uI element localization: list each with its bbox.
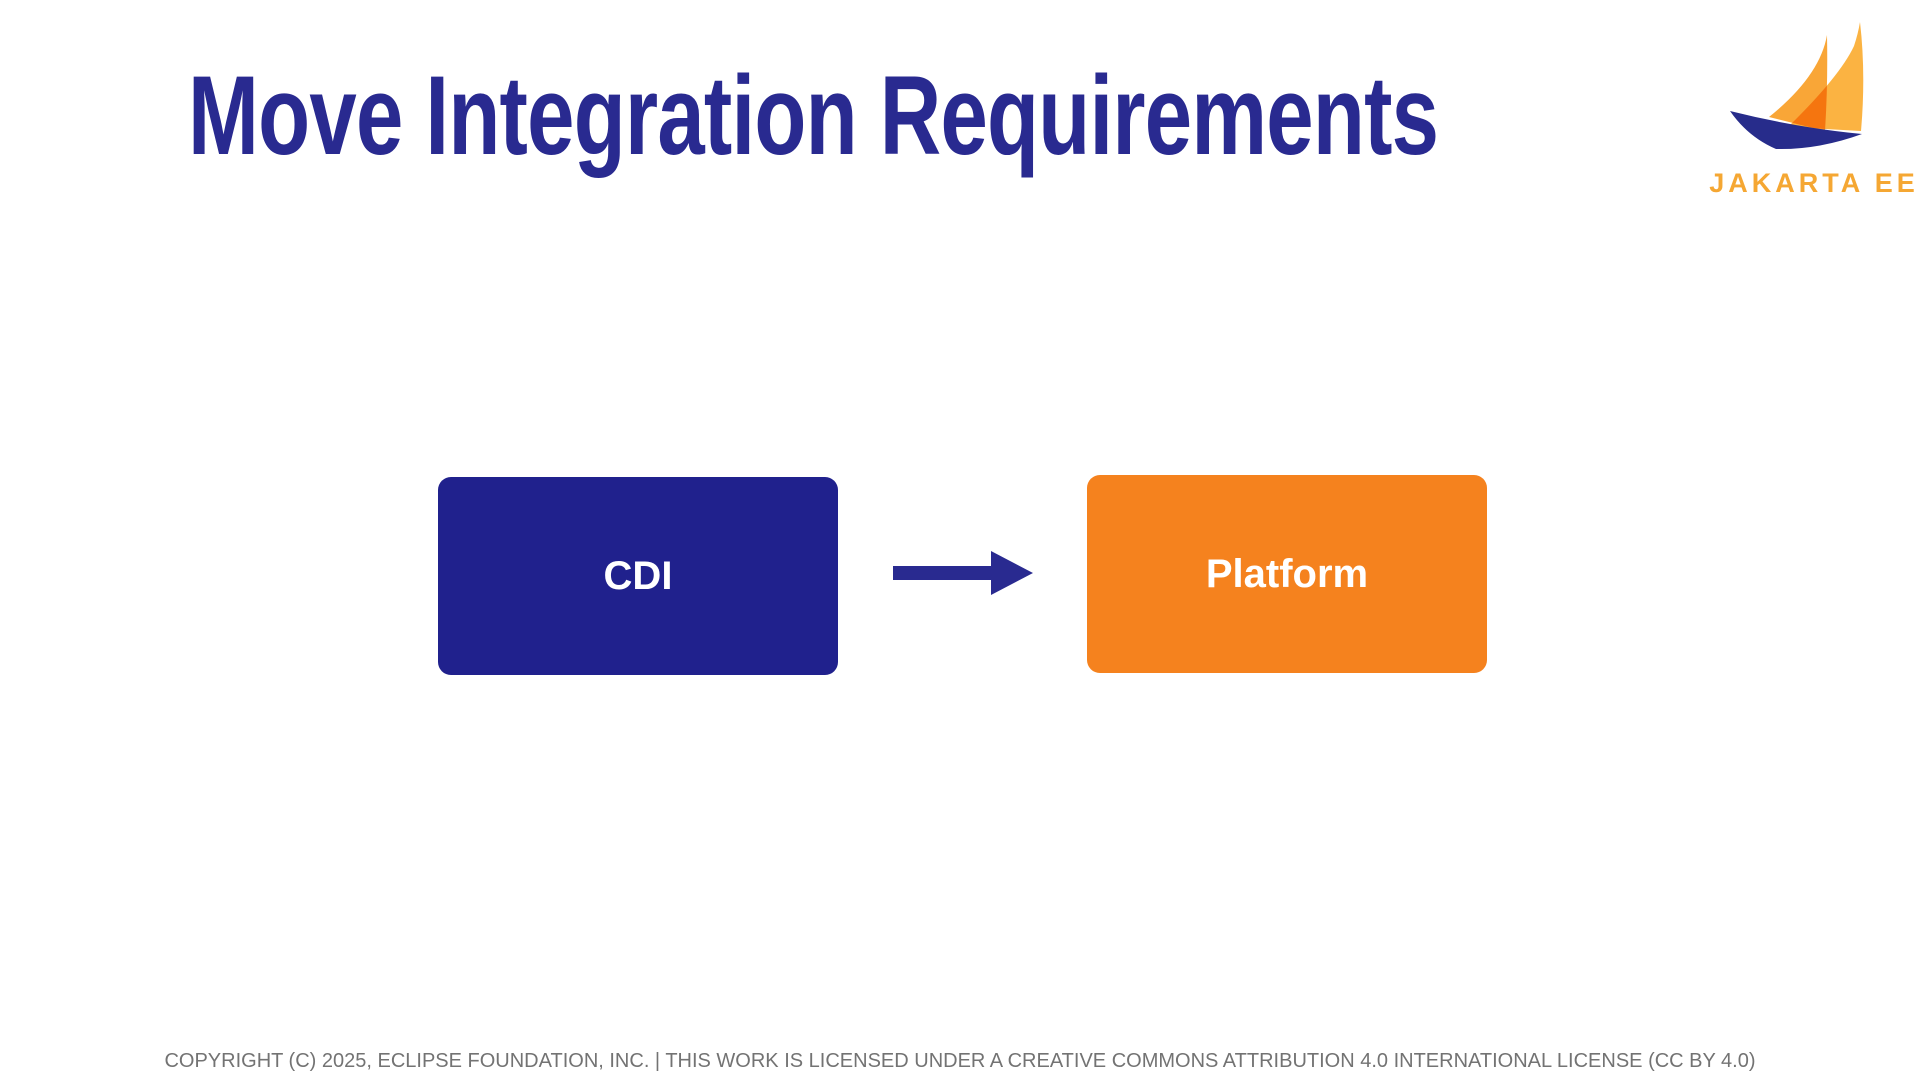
arrow-right-icon xyxy=(893,551,1033,595)
jakarta-ee-logo: JAKARTA EE xyxy=(1708,4,1920,199)
jakarta-ee-logo-text: JAKARTA EE xyxy=(1709,168,1919,198)
platform-box: Platform xyxy=(1087,475,1487,673)
sail-light-shape xyxy=(1789,22,1864,131)
cdi-box: CDI xyxy=(438,477,838,675)
sailboat-icon xyxy=(1730,22,1864,150)
page-title: Move Integration Requirements xyxy=(188,53,1439,178)
footer-copyright: COPYRIGHT (C) 2025, ECLIPSE FOUNDATION, … xyxy=(164,1050,1756,1072)
platform-box-label: Platform xyxy=(1205,551,1369,596)
arrow-shaft xyxy=(893,566,993,580)
hull-shape xyxy=(1730,111,1862,150)
cdi-box-label: CDI xyxy=(603,553,673,598)
arrow-head xyxy=(991,551,1033,595)
sail-dark-shape xyxy=(1769,35,1828,131)
